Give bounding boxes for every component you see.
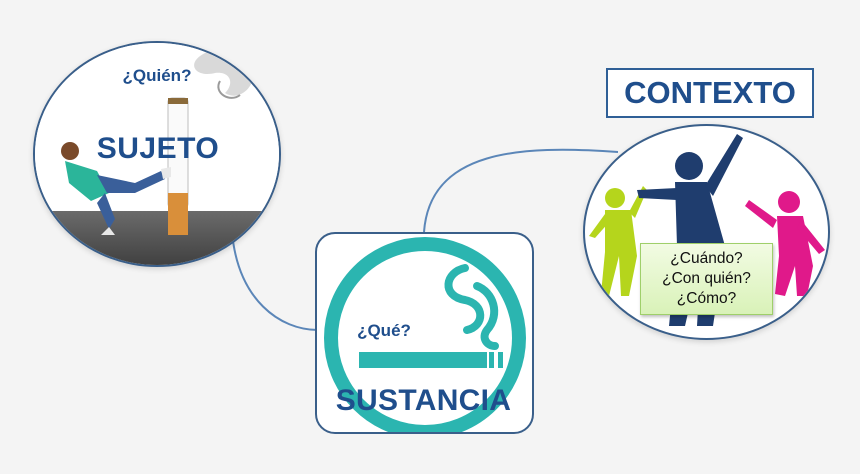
contexto-question: ¿Cuándo? bbox=[670, 250, 743, 267]
connector-sustancia-contexto bbox=[423, 148, 619, 233]
contexto-questions-box: ¿Cuándo? ¿Con quién? ¿Cómo? bbox=[640, 243, 773, 315]
smoking-area-sign-icon bbox=[324, 237, 526, 432]
contexto-question: ¿Cómo? bbox=[676, 290, 737, 307]
person-kicking-cigarette-illustration bbox=[35, 43, 279, 265]
sujeto-question: ¿Quién? bbox=[122, 66, 192, 85]
sustancia-node: ¿Qué? SUSTANCIA bbox=[315, 232, 534, 434]
sustancia-question: ¿Qué? bbox=[357, 321, 411, 340]
contexto-title: CONTEXTO bbox=[606, 68, 814, 118]
sujeto-node: ¿Quién? SUJETO bbox=[33, 41, 281, 267]
sustancia-title: SUSTANCIA bbox=[335, 384, 512, 417]
contexto-question: ¿Con quién? bbox=[662, 270, 751, 287]
contexto-node: ¿Cuándo? ¿Con quién? ¿Cómo? bbox=[583, 124, 830, 340]
sujeto-title: SUJETO bbox=[96, 132, 220, 165]
